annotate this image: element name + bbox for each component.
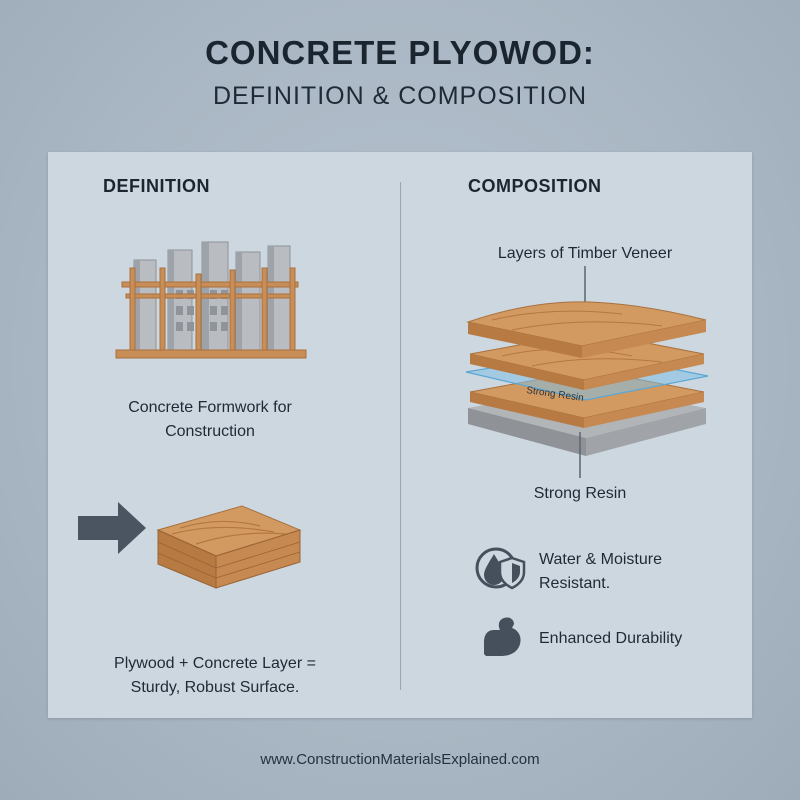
durability-text: Enhanced Durability [539, 630, 683, 647]
page-title: CONCRETE PLYOWOD: [205, 34, 595, 71]
formwork-caption: Concrete Formwork for Construction [100, 396, 320, 444]
panel-divider [400, 182, 401, 690]
footer-website: www.ConstructionMaterialsExplained.com [260, 751, 540, 768]
resin-pointer-line [579, 432, 581, 478]
formula-line1: Plywood + Concrete Layer = [114, 655, 316, 672]
water-resistance-text: Water & Moisture Resistant. [539, 548, 662, 596]
water-drop-shield-icon [475, 547, 526, 590]
formwork-caption-line2: Construction [165, 423, 255, 440]
formula-caption: Plywood + Concrete Layer = Sturdy, Robus… [70, 652, 360, 700]
plywood-block-illustration [156, 505, 302, 589]
veneer-pointer-line [584, 266, 586, 306]
formwork-building-illustration [115, 241, 307, 359]
page-subtitle: DEFINITION & COMPOSITION [212, 82, 587, 110]
arrow-right-icon [78, 502, 146, 554]
formwork-caption-line1: Concrete Formwork for [128, 399, 292, 416]
definition-heading: DEFINITION [103, 176, 210, 196]
water-line2: Resistant. [539, 575, 611, 592]
resin-label: Strong Resin [533, 485, 627, 502]
water-line1: Water & Moisture [539, 551, 662, 568]
veneer-label: Layers of Timber Veneer [497, 245, 673, 262]
composition-heading: COMPOSITION [468, 176, 602, 196]
layer-stack-illustration [465, 301, 709, 456]
formula-line2: Sturdy, Robust Surface. [130, 679, 300, 696]
flexed-arm-icon [484, 617, 521, 656]
